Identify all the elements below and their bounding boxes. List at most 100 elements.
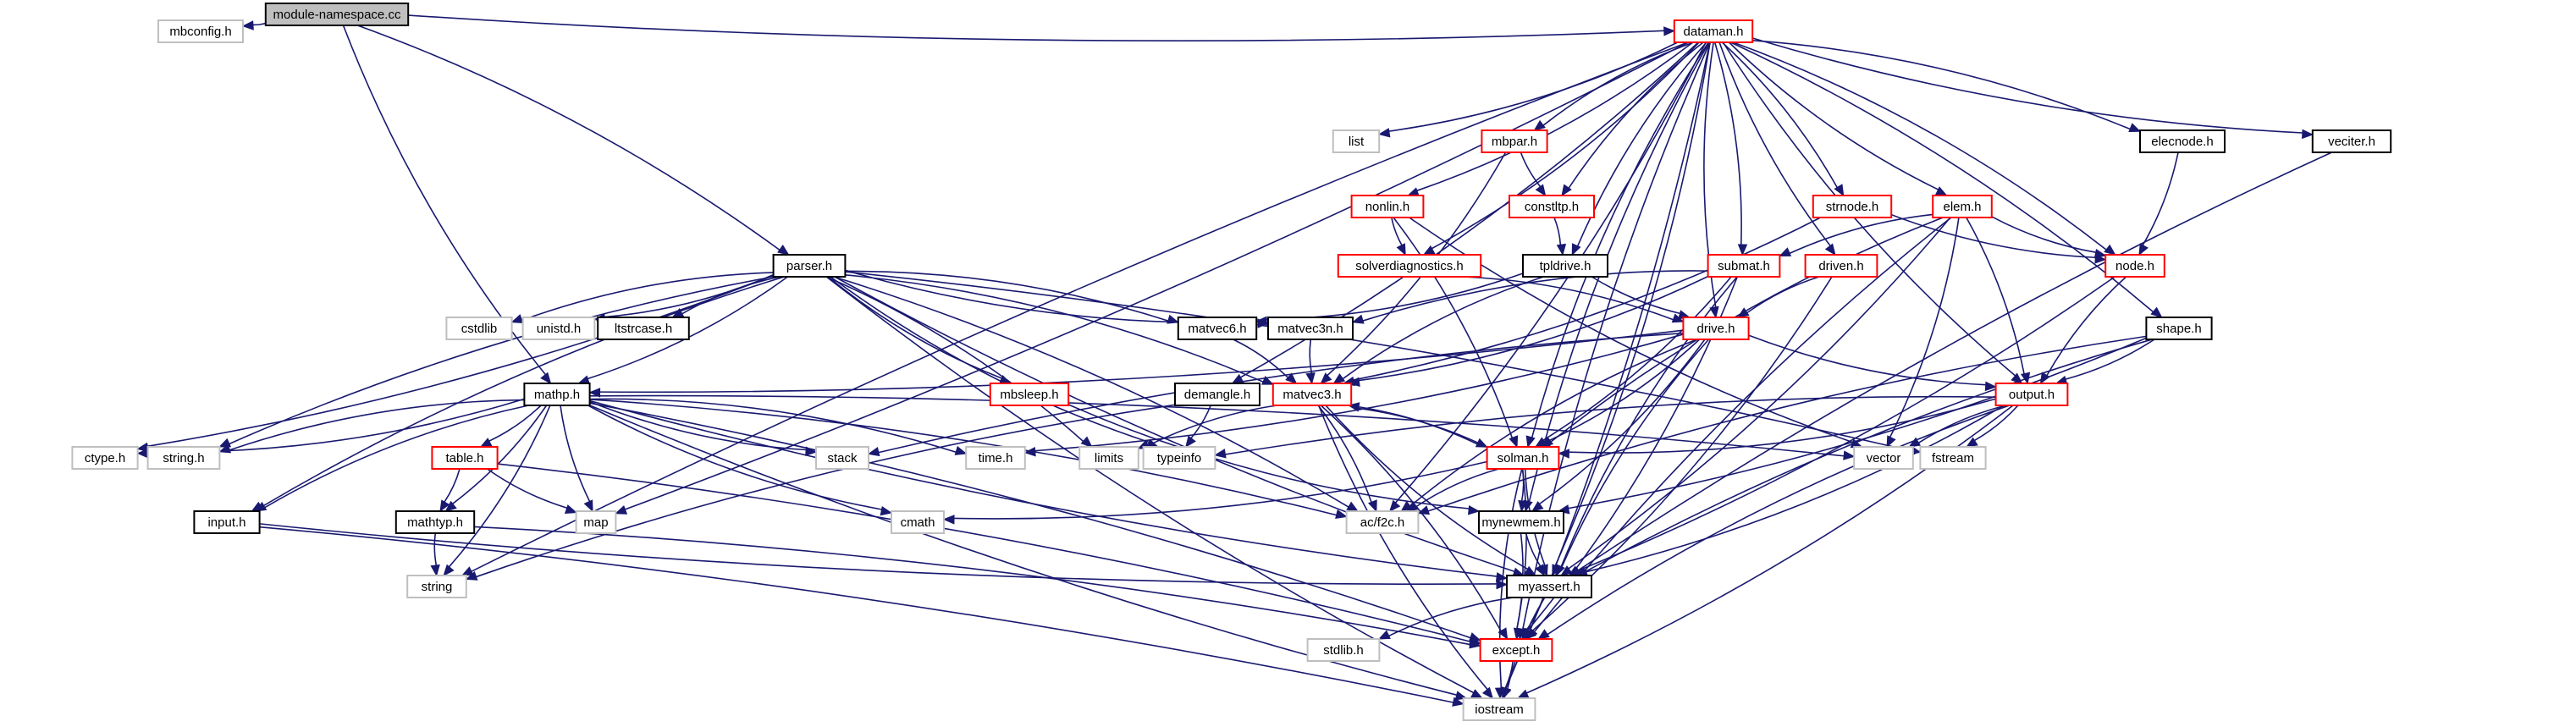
node-box bbox=[1479, 638, 1553, 662]
edge-elem-h-to-vector bbox=[1886, 217, 1960, 449]
node-ltstrcase-h[interactable]: ltstrcase.h bbox=[597, 317, 690, 340]
node-solman-h[interactable]: solman.h bbox=[1486, 446, 1560, 470]
node-matvec6-h[interactable]: matvec6.h bbox=[1177, 317, 1258, 340]
node-driven-h[interactable]: driven.h bbox=[1804, 254, 1878, 278]
node-table-h[interactable]: table.h bbox=[431, 446, 499, 470]
node-parser-h[interactable]: parser.h bbox=[772, 254, 847, 278]
node-mathtyp-h[interactable]: mathtyp.h bbox=[394, 510, 476, 534]
node-tpldrive-h[interactable]: tpldrive.h bbox=[1522, 254, 1608, 278]
edge-line bbox=[1728, 41, 1939, 190]
node-box bbox=[193, 510, 261, 534]
node-label: ac/f2c.h bbox=[1360, 515, 1405, 530]
node-label: time.h bbox=[979, 451, 1013, 465]
edge-line bbox=[589, 400, 807, 451]
node-dataman-h[interactable]: dataman.h bbox=[1673, 19, 1754, 43]
edge-line bbox=[589, 398, 957, 454]
node-veciter-h[interactable]: veciter.h bbox=[2311, 129, 2392, 153]
arrowhead-icon bbox=[540, 372, 552, 385]
edge-line bbox=[681, 276, 781, 315]
arrowhead-icon bbox=[479, 438, 493, 448]
node-drive-h[interactable]: drive.h bbox=[1682, 317, 1750, 340]
node-mbsleep-h[interactable]: mbsleep.h bbox=[989, 383, 1070, 406]
node-box bbox=[1919, 446, 1987, 470]
arrowhead-icon bbox=[867, 446, 880, 457]
node-nonlin-h[interactable]: nonlin.h bbox=[1350, 195, 1425, 218]
node-box bbox=[1306, 638, 1381, 662]
node-except-h[interactable]: except.h bbox=[1479, 638, 1553, 662]
arrowhead-icon bbox=[1305, 372, 1316, 385]
edge-mathp-h-to-mathtyp-h bbox=[444, 405, 548, 512]
node-mbconfig-h: mbconfig.h bbox=[157, 19, 244, 43]
node-box bbox=[71, 446, 139, 470]
arrowhead-icon bbox=[1080, 436, 1093, 448]
edge-line bbox=[1789, 213, 1933, 255]
node-label: node.h bbox=[2115, 259, 2154, 273]
arrowhead-icon bbox=[1332, 373, 1346, 384]
edge-line bbox=[497, 463, 1470, 642]
edge-line bbox=[1733, 41, 2107, 251]
edge-line bbox=[1317, 405, 1372, 503]
node-box bbox=[2104, 254, 2165, 278]
node-matvec3n-h[interactable]: matvec3n.h bbox=[1267, 317, 1354, 340]
arrowhead-icon bbox=[218, 443, 232, 454]
edge-mathtyp-h-to-string bbox=[430, 532, 440, 577]
node-mathp-h[interactable]: mathp.h bbox=[523, 383, 591, 406]
edge-line bbox=[252, 22, 267, 26]
edge-line bbox=[147, 398, 525, 453]
edge-nonlin-h-to-solverdiagnostics-h bbox=[1391, 217, 1406, 256]
node-elecnode-h[interactable]: elecnode.h bbox=[2139, 129, 2226, 153]
edge-line bbox=[1388, 41, 1679, 132]
node-box bbox=[1332, 129, 1381, 153]
edge-matvec3-h-to-except-h bbox=[1320, 405, 1509, 641]
node-input-h[interactable]: input.h bbox=[193, 510, 261, 534]
edge-line bbox=[357, 25, 781, 251]
node-box bbox=[1271, 383, 1353, 406]
node-module-namespace-cc[interactable]: module-namespace.cc bbox=[264, 3, 410, 26]
edge-mathtyp-h-to-except-h bbox=[474, 526, 1481, 649]
node-label: driven.h bbox=[1818, 259, 1863, 273]
node-demangle-h[interactable]: demangle.h bbox=[1174, 383, 1260, 406]
node-solverdiagnostics-h[interactable]: solverdiagnostics.h bbox=[1337, 254, 1482, 278]
node-label: vector bbox=[1867, 451, 1901, 465]
edge-table-h-to-mathtyp-h bbox=[439, 468, 461, 513]
edge-line bbox=[476, 404, 1176, 578]
node-elem-h[interactable]: elem.h bbox=[1932, 195, 1993, 218]
node-map: map bbox=[575, 510, 617, 534]
edge-line bbox=[845, 270, 1169, 322]
node-node-h[interactable]: node.h bbox=[2104, 254, 2165, 278]
node-box bbox=[1078, 446, 1139, 470]
arrowhead-icon bbox=[1571, 243, 1581, 256]
node-output-h[interactable]: output.h bbox=[1994, 383, 2069, 406]
node-label: stdlib.h bbox=[1323, 643, 1364, 658]
arrowhead-icon bbox=[880, 505, 893, 516]
node-constltp-h[interactable]: constltp.h bbox=[1509, 195, 1595, 218]
node-box bbox=[1337, 254, 1482, 278]
node-strnode-h[interactable]: strnode.h bbox=[1812, 195, 1893, 218]
node-label: dataman.h bbox=[1684, 25, 1744, 39]
edge-line bbox=[1349, 405, 1478, 445]
node-label: solverdiagnostics.h bbox=[1355, 259, 1464, 273]
node-label: ltstrcase.h bbox=[615, 322, 672, 336]
edge-line bbox=[1889, 217, 1960, 438]
node-matvec3-h[interactable]: matvec3.h bbox=[1271, 383, 1353, 406]
arrowhead-icon bbox=[1663, 26, 1676, 36]
node-box bbox=[1812, 195, 1893, 218]
edge-line bbox=[1569, 398, 1996, 454]
node-box bbox=[1462, 697, 1536, 721]
arrowhead-icon bbox=[465, 570, 478, 581]
node-shape-h[interactable]: shape.h bbox=[2145, 317, 2213, 340]
node-ac-f2c-h: ac/f2c.h bbox=[1345, 510, 1420, 534]
arrowhead-icon bbox=[588, 388, 601, 398]
node-myassert-h[interactable]: myassert.h bbox=[1506, 575, 1592, 598]
edge-dataman-h-to-solverdiagnostics-h bbox=[1422, 41, 1700, 256]
edge-line bbox=[1966, 217, 2025, 374]
node-submat-h[interactable]: submat.h bbox=[1707, 254, 1781, 278]
node-mynewmem-h[interactable]: mynewmem.h bbox=[1478, 510, 1564, 534]
node-mbpar-h[interactable]: mbpar.h bbox=[1481, 129, 1548, 153]
edge-output-h-to-fstream bbox=[1966, 405, 2019, 448]
edge-line bbox=[625, 41, 1689, 510]
arrowhead-icon bbox=[2138, 243, 2149, 256]
edge-module-namespace-cc-to-dataman-h bbox=[408, 14, 1676, 41]
arrowhead-icon bbox=[2150, 306, 2163, 318]
edge-output-h-to-solman-h bbox=[1558, 398, 1996, 459]
